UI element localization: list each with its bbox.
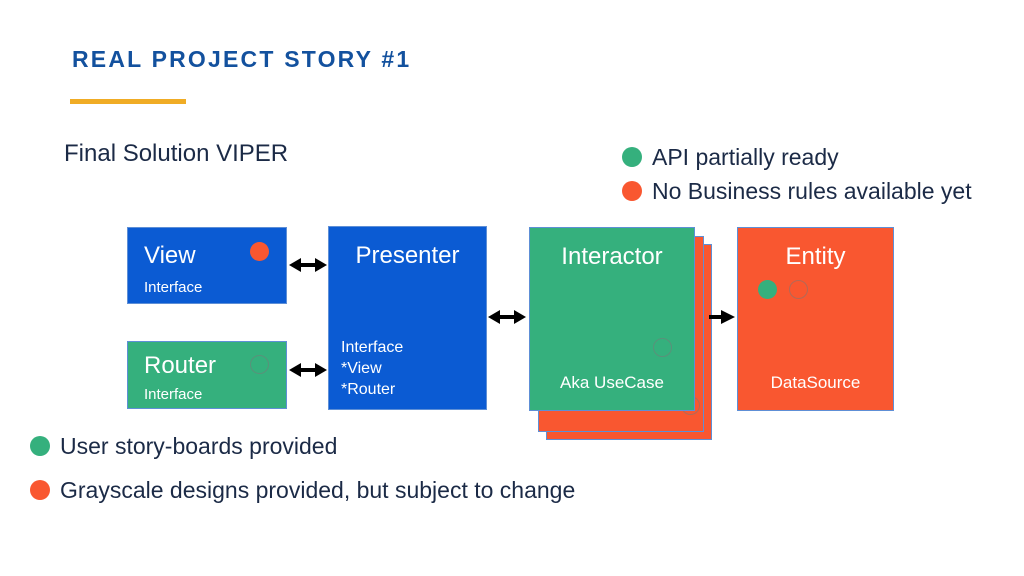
page-title: REAL PROJECT STORY #1: [72, 46, 412, 72]
hollow-status-circle-icon: [789, 280, 808, 299]
diagram-box-router[interactable]: Router Interface: [127, 341, 287, 409]
hollow-status-circle-icon: [250, 355, 269, 374]
double-arrow-view-presenter-icon: [289, 258, 327, 272]
box-subtitle: Interface: [144, 279, 203, 296]
box-detail-lines: Interface *View *Router: [341, 339, 404, 398]
legend-top: API partially ready No Business rules av…: [622, 140, 972, 208]
red-status-dot-icon: [250, 242, 269, 261]
legend-label: No Business rules available yet: [652, 177, 972, 204]
green-status-dot-icon: [30, 436, 50, 456]
box-subtitle: Aka UseCase: [560, 373, 664, 392]
red-status-dot-icon: [30, 480, 50, 500]
box-subtitle: Interface: [144, 386, 203, 403]
box-subtitle: DataSource: [770, 373, 861, 392]
double-arrow-router-presenter-icon: [289, 363, 327, 377]
box-title: Interactor: [561, 243, 663, 270]
hollow-status-circle-icon: [653, 338, 672, 357]
legend-label: Grayscale designs provided, but subject …: [60, 476, 576, 503]
red-status-dot-icon: [622, 181, 642, 201]
legend-label: API partially ready: [652, 143, 839, 170]
arrow-interactor-entity-icon: [709, 310, 735, 324]
green-status-dot-icon: [622, 147, 642, 167]
slide-subtitle: Final Solution VIPER: [64, 140, 289, 167]
green-status-dot-icon: [758, 280, 777, 299]
legend-item-grayscale-designs: Grayscale designs provided, but subject …: [30, 468, 575, 512]
box-title: Presenter: [355, 242, 460, 269]
title-underline-rule: [70, 99, 186, 104]
legend-label: User story-boards provided: [60, 432, 338, 459]
diagram-box-presenter[interactable]: Presenter Interface *View *Router: [328, 226, 487, 410]
diagram-box-view[interactable]: View Interface: [127, 227, 287, 304]
legend-item-no-business-rules: No Business rules available yet: [622, 174, 972, 208]
legend-item-storyboards: User story-boards provided: [30, 424, 337, 468]
box-title: Router: [144, 352, 217, 379]
box-title: View: [144, 242, 196, 269]
legend-bottom: User story-boards provided Grayscale des…: [30, 424, 575, 512]
legend-item-api-ready: API partially ready: [622, 140, 839, 174]
box-title: Entity: [785, 243, 846, 270]
diagram-box-entity[interactable]: Entity DataSource: [737, 227, 894, 411]
double-arrow-presenter-interactor-icon: [488, 310, 526, 324]
diagram-box-interactor[interactable]: Interactor Aka UseCase: [529, 227, 695, 411]
